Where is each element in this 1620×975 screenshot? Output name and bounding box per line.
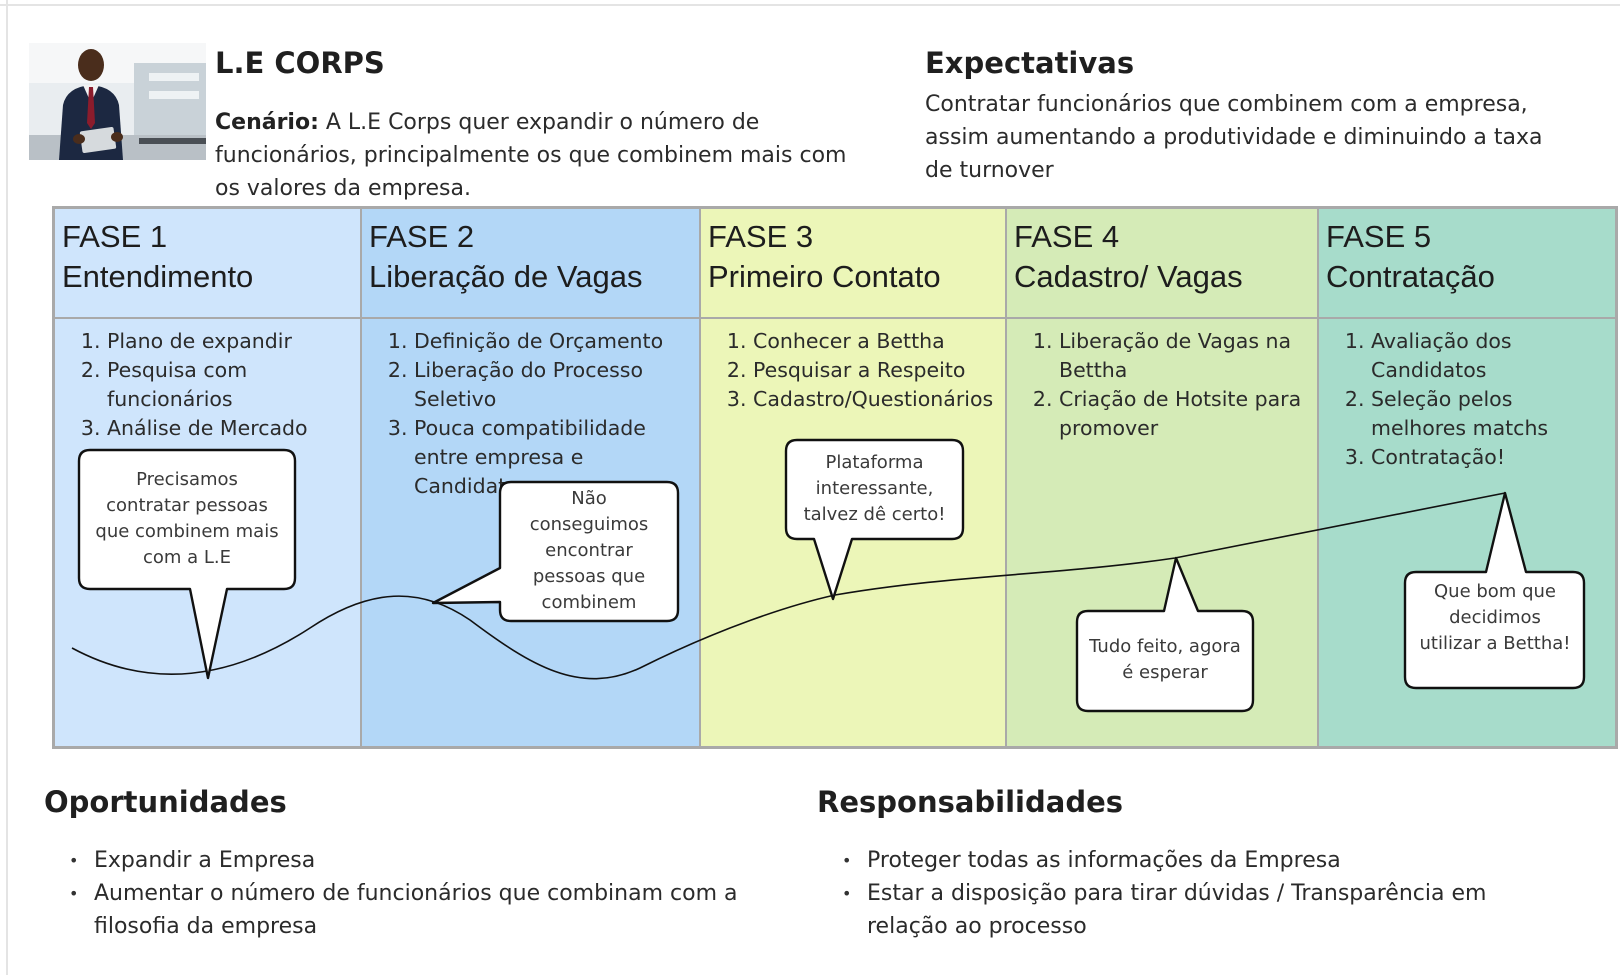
phase-4-label: FASE 4 (1014, 219, 1120, 254)
list-item: Plano de expandir (107, 327, 352, 356)
list-item: Expandir a Empresa (69, 844, 814, 877)
list-item: Aumentar o número de funcionários que co… (69, 877, 814, 943)
phase-2-label: FASE 2 (369, 219, 475, 254)
phase-2-steps: Definição de Orçamento Liberação do Proc… (362, 319, 699, 501)
responsibilities-title: Responsabilidades (817, 785, 1124, 819)
phase-1-steps: Plano de expandir Pesquisa com funcionár… (55, 319, 360, 443)
phase-3-header: FASE 3 Primeiro Contato (701, 209, 1005, 319)
canvas-edge-top (0, 4, 1620, 6)
list-item: Liberação de Vagas na Bettha (1059, 327, 1309, 385)
bubble-2-text: Não conseguimos encontrar pessoas que co… (529, 488, 649, 613)
bubble-1-text: Precisamos contratar pessoas que combine… (95, 469, 279, 568)
list-item: Conhecer a Bettha (753, 327, 997, 356)
canvas-edge-left (6, 0, 8, 975)
bubble-3-text: Plataforma interessante, talvez dê certo… (803, 452, 946, 525)
phase-3-name: Primeiro Contato (708, 259, 941, 294)
persona-photo (29, 43, 206, 160)
phase-1-name: Entendimento (62, 259, 254, 294)
phase-5-label: FASE 5 (1326, 219, 1432, 254)
phase-2-header: FASE 2 Liberação de Vagas (362, 209, 699, 319)
list-item: Proteger todas as informações da Empresa (842, 844, 1557, 877)
phase-4-header: FASE 4 Cadastro/ Vagas (1007, 209, 1317, 319)
opportunities-list: Expandir a Empresa Aumentar o número de … (44, 844, 814, 943)
list-item: Liberação do Processo Seletivo (414, 356, 691, 414)
expectations-text: Contratar funcionários que combinem com … (925, 92, 1543, 183)
responsibilities-list: Proteger todas as informações da Empresa… (817, 844, 1557, 943)
scenario-text: Cenário: A L.E Corps quer expandir o núm… (215, 106, 855, 205)
bubble-1-shape (77, 448, 297, 680)
phase-5-steps: Avaliação dos Candidatos Seleção pelos m… (1319, 319, 1615, 472)
list-item: Cadastro/Questionários (753, 385, 997, 414)
phase-5-name: Contratação (1326, 259, 1495, 294)
list-item: Pesquisa com funcionários (107, 356, 352, 414)
phase-4-steps: Liberação de Vagas na Bettha Criação de … (1007, 319, 1317, 443)
phase-5-header: FASE 5 Contratação (1319, 209, 1615, 319)
list-item: Estar a disposição para tirar dúvidas / … (842, 877, 1557, 943)
emotion-curve (71, 492, 1506, 680)
bubble-3-shape (784, 438, 965, 601)
phase-1-header: FASE 1 Entendimento (55, 209, 360, 319)
list-item: Pouca compatibilidade entre empresa e Ca… (414, 414, 691, 501)
bubble-4-text: Tudo feito, agora é esperar (1089, 636, 1241, 683)
phase-4-name: Cadastro/ Vagas (1014, 259, 1243, 294)
list-item: Definição de Orçamento (414, 327, 691, 356)
scenario-body: A L.E Corps quer expandir o número de fu… (215, 110, 847, 201)
phase-2-column: FASE 2 Liberação de Vagas Definição de O… (360, 209, 699, 746)
company-title: L.E CORPS (215, 46, 385, 80)
expectations-title: Expectativas (925, 46, 1135, 80)
list-item: Contratação! (1371, 443, 1607, 472)
list-item: Pesquisar a Respeito (753, 356, 997, 385)
list-item: Análise de Mercado (107, 414, 352, 443)
list-item: Avaliação dos Candidatos (1371, 327, 1607, 385)
bubble-4-shape (1075, 556, 1255, 713)
list-item: Criação de Hotsite para promover (1059, 385, 1309, 443)
bubble-5-text: Que bom que decidimos utilizar a Bettha! (1419, 581, 1571, 654)
bubble-2-shape (431, 480, 680, 623)
phase-3-steps: Conhecer a Bettha Pesquisar a Respeito C… (701, 319, 1005, 414)
list-item: Seleção pelos melhores matchs (1371, 385, 1607, 443)
scenario-label: Cenário: (215, 110, 319, 135)
phase-1-label: FASE 1 (62, 219, 168, 254)
phase-3-label: FASE 3 (708, 219, 814, 254)
phase-2-name: Liberação de Vagas (369, 259, 643, 294)
bubble-5-shape (1403, 491, 1586, 690)
opportunities-title: Oportunidades (44, 785, 287, 819)
